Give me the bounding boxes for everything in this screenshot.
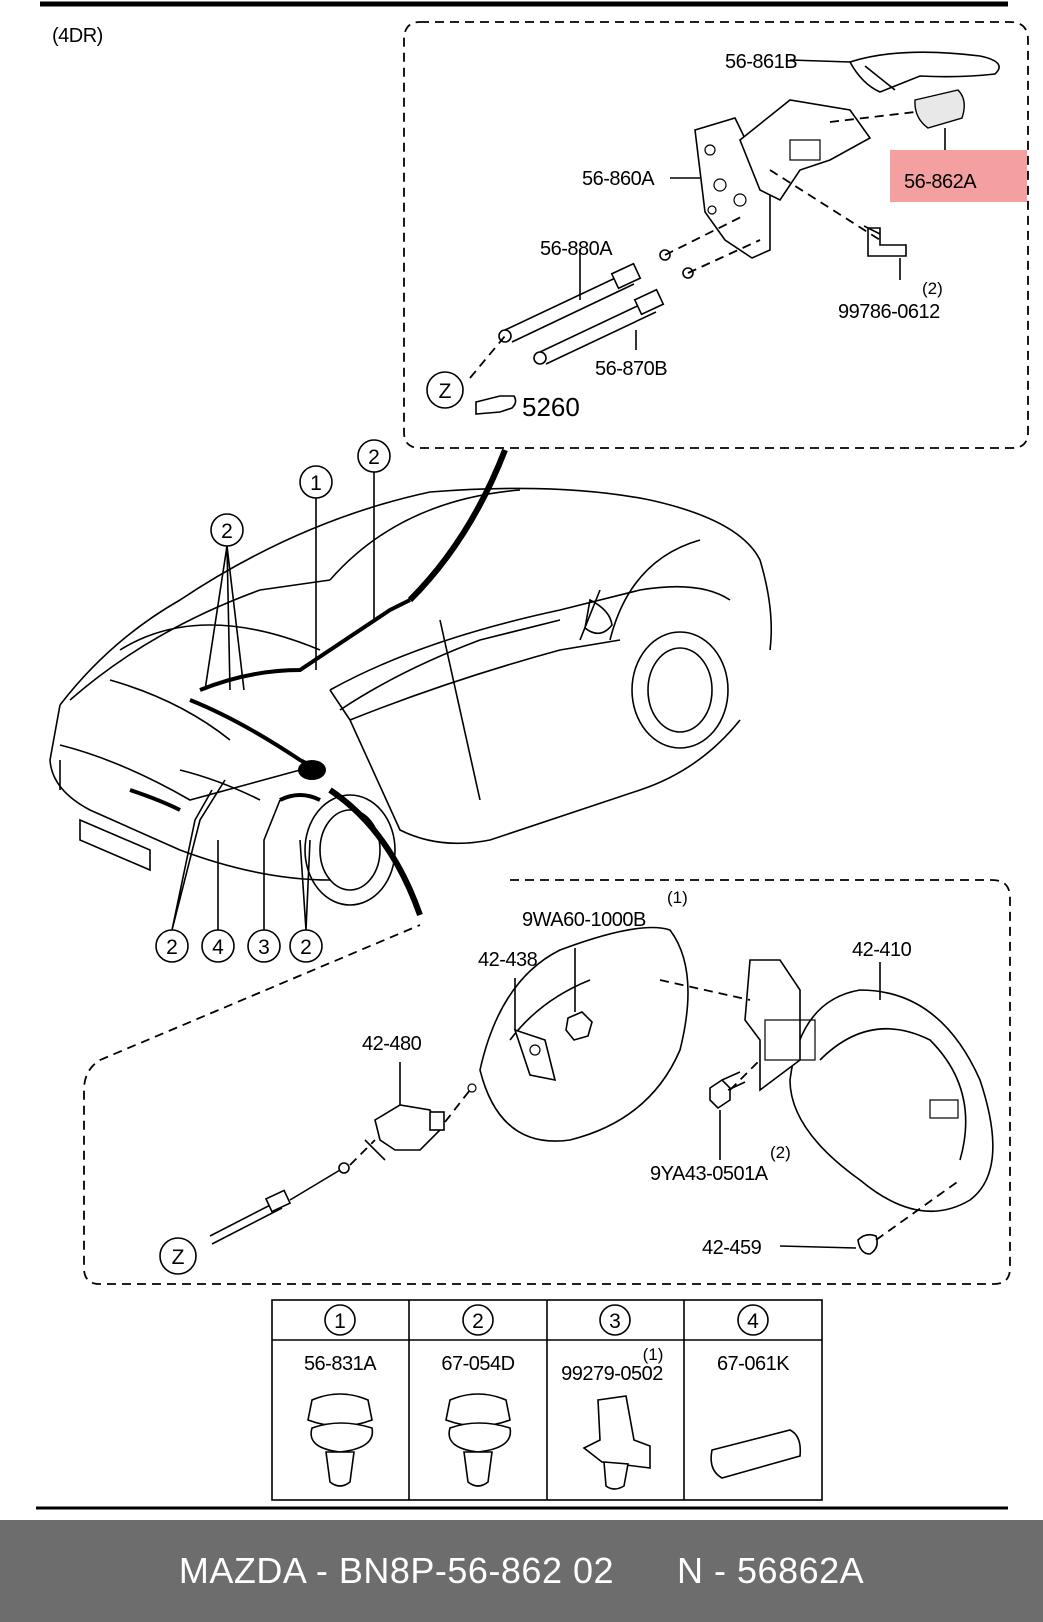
upper-ref-circle bbox=[426, 371, 464, 409]
callout-4: 4 bbox=[212, 936, 224, 959]
legend-part-2: 67-054D bbox=[441, 1353, 514, 1375]
part-99786-0612-shape bbox=[867, 227, 907, 257]
lower-label-5-qty: (2) bbox=[770, 1143, 791, 1162]
lower-label-2: 42-438 bbox=[478, 949, 538, 971]
part-56-862a-shape bbox=[914, 89, 965, 129]
part-9ya43-0501a-shape bbox=[709, 1078, 731, 1110]
part-56-861b-shape bbox=[848, 51, 1000, 93]
callout-3: 3 bbox=[258, 936, 270, 959]
callout-circle-2d bbox=[289, 929, 323, 963]
lower-label-1: 9WA60-1000B bbox=[522, 909, 646, 931]
pointing-hand-icon bbox=[475, 395, 517, 415]
lower-detail-frame bbox=[83, 879, 1011, 1285]
lower-label-5: 9YA43-0501A bbox=[650, 1163, 769, 1185]
parts-diagram: (4DR) 56-861B 56-862A 56-860A 56-880A (2… bbox=[36, 1, 1029, 1510]
legend-part-4: 67-061K bbox=[717, 1353, 790, 1375]
part-56-870b-shape bbox=[539, 299, 657, 365]
lower-ref-circle bbox=[159, 1237, 197, 1275]
legend-qty-3: (1) bbox=[643, 1345, 664, 1364]
upper-label-3: 56-860A bbox=[582, 168, 655, 190]
upper-label-1: 56-861B bbox=[725, 51, 797, 73]
part-hinge-shape bbox=[744, 959, 801, 1092]
footer-bar: MAZDA - BN8P-56-862 02 N - 56862A bbox=[0, 1520, 1043, 1622]
part-42-410-shape bbox=[789, 989, 994, 1212]
legend-part-3: 99279-0502 bbox=[561, 1363, 663, 1385]
legend-circle-2 bbox=[462, 1304, 494, 1336]
clip-56-831a-shape bbox=[307, 1393, 374, 1487]
callout-circle-1 bbox=[299, 465, 333, 499]
upper-label-5: 99786-0612 bbox=[838, 301, 940, 323]
legend-circle-4 bbox=[737, 1304, 769, 1336]
pad-67-061k-shape bbox=[710, 1429, 802, 1479]
clip-67-054d-shape bbox=[445, 1393, 512, 1487]
part-56-880a-shape bbox=[504, 271, 635, 343]
footer-part-number: MAZDA - BN8P-56-862 02 N - 56862A bbox=[178, 1550, 865, 1591]
legend-table bbox=[271, 1299, 823, 1501]
callout-2c: 2 bbox=[166, 936, 178, 959]
legend-circle-3 bbox=[599, 1304, 631, 1336]
callout-circle-3 bbox=[247, 929, 281, 963]
part-42-480-shape bbox=[374, 1104, 441, 1151]
legend-num-2: 2 bbox=[472, 1310, 484, 1333]
legend-part-1: 56-831A bbox=[304, 1353, 377, 1375]
callout-2d: 2 bbox=[300, 936, 312, 959]
upper-ref-page: 5260 bbox=[522, 392, 580, 422]
upper-label-2: 56-862A bbox=[904, 171, 977, 193]
callout-1: 1 bbox=[310, 472, 322, 495]
callout-2b: 2 bbox=[221, 520, 233, 543]
upper-ref-z: Z bbox=[439, 380, 452, 403]
lower-label-1-qty: (1) bbox=[667, 888, 688, 907]
callout-circle-2c bbox=[155, 929, 189, 963]
callout-circle-4 bbox=[201, 929, 235, 963]
legend-circle-1 bbox=[324, 1304, 356, 1336]
car-body bbox=[49, 448, 772, 916]
part-cable-shape bbox=[209, 1199, 283, 1245]
lower-ref-z: Z bbox=[172, 1246, 185, 1269]
lower-label-6: 42-459 bbox=[702, 1237, 762, 1259]
callout-2a: 2 bbox=[368, 446, 380, 469]
lower-label-3: 42-410 bbox=[852, 939, 912, 961]
callout-circle-2a bbox=[357, 439, 391, 473]
lower-label-4: 42-480 bbox=[362, 1033, 422, 1055]
upper-label-6: 56-870B bbox=[595, 358, 667, 380]
legend-num-1: 1 bbox=[334, 1310, 346, 1333]
part-56-860a-body bbox=[739, 99, 872, 202]
upper-label-5-qty: (2) bbox=[922, 279, 943, 298]
part-9wa60-1000b-shape bbox=[565, 1011, 593, 1041]
callout-circle-2b bbox=[210, 513, 244, 547]
upper-label-4: 56-880A bbox=[540, 238, 613, 260]
upper-detail-frame bbox=[403, 21, 1029, 449]
legend-num-4: 4 bbox=[747, 1310, 759, 1333]
highlight-box bbox=[890, 150, 1027, 202]
legend-num-3: 3 bbox=[609, 1310, 621, 1333]
variant-label: (4DR) bbox=[52, 25, 103, 47]
part-42-459-shape bbox=[857, 1233, 878, 1255]
clip-99279-0502-shape bbox=[582, 1395, 651, 1490]
